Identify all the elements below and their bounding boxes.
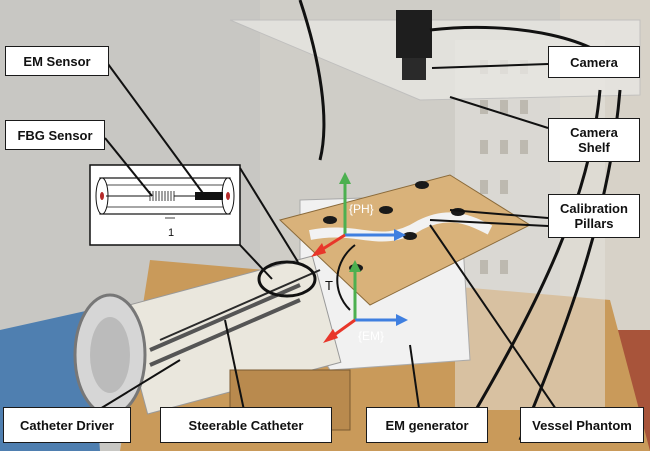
driver-rail: [149, 298, 301, 367]
cable: [298, 0, 326, 161]
catheter-tip-highlight: [257, 260, 317, 298]
label-catheter-driver: Catheter Driver: [3, 407, 131, 443]
camera-lens-icon: [402, 58, 426, 80]
camera-shelf: [229, 19, 641, 101]
label-camera-shelf-line2: Shelf: [578, 140, 610, 155]
label-calibration-pillars: Calibration Pillars: [548, 194, 640, 238]
label-catheter-driver-text: Catheter Driver: [20, 417, 114, 433]
transform-arrow: [336, 244, 356, 311]
em-coil: [195, 192, 223, 200]
label-em-sensor: EM Sensor: [5, 46, 109, 76]
transform-label: T: [325, 278, 333, 293]
label-vessel-phantom: Vessel Phantom: [520, 407, 644, 443]
label-fbg-sensor-text: FBG Sensor: [17, 127, 93, 143]
pointer-lines: [89, 63, 561, 416]
frame-em-label: {EM}: [358, 329, 384, 343]
label-fbg-sensor: FBG Sensor: [5, 120, 105, 150]
label-calibration-line2: Pillars: [574, 216, 614, 231]
label-calibration-line1: Calibration: [560, 201, 628, 216]
label-camera-shelf-line1: Camera: [570, 125, 618, 140]
camera-icon: [396, 10, 432, 58]
frame-ph: {PH}: [311, 172, 406, 257]
inset-scale-label: 1: [168, 227, 174, 239]
label-camera-text: Camera: [570, 54, 618, 70]
label-em-sensor-text: EM Sensor: [23, 53, 91, 69]
calibration-pillars: [323, 181, 465, 272]
label-camera: Camera: [548, 46, 640, 78]
sensor-inset: 1: [89, 164, 241, 246]
label-steerable-catheter-text: Steerable Catheter: [188, 417, 304, 433]
inset-panel: [89, 164, 241, 246]
label-em-generator: EM generator: [366, 407, 488, 443]
frame-em: {EM}: [323, 260, 408, 343]
frame-ph-label: {PH}: [349, 202, 374, 216]
steerable-catheter-line: [159, 269, 321, 341]
label-camera-shelf: Camera Shelf: [548, 118, 640, 162]
label-steerable-catheter: Steerable Catheter: [160, 407, 332, 443]
catheter-driver-hub: [90, 317, 130, 393]
label-vessel-phantom-text: Vessel Phantom: [532, 417, 632, 433]
label-em-generator-text: EM generator: [385, 417, 469, 433]
